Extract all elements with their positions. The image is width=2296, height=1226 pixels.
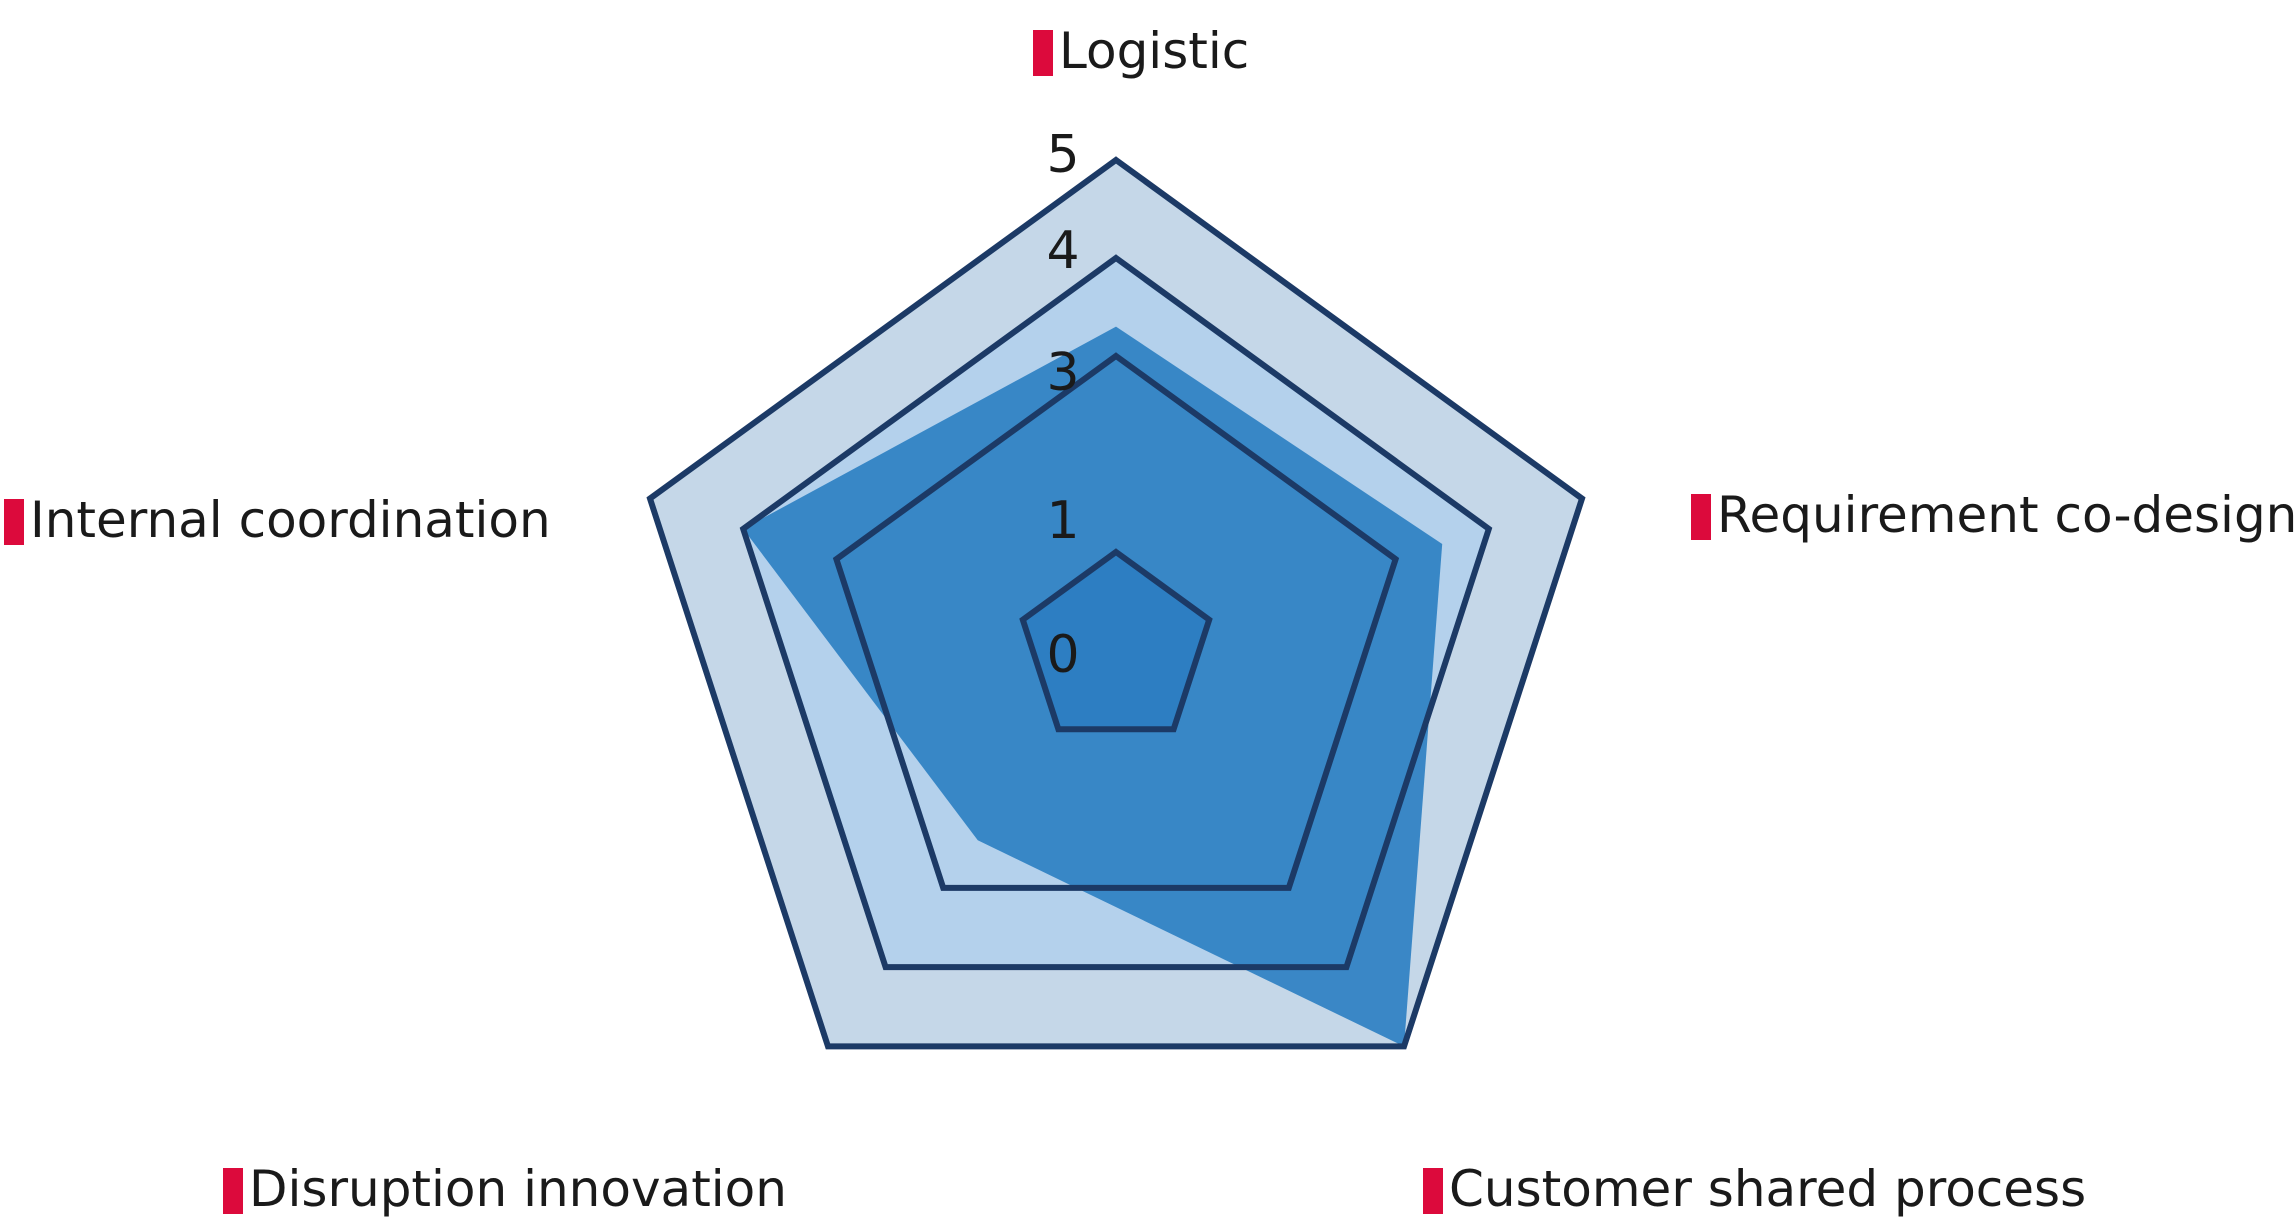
grid-lines (646, 156, 1586, 1050)
grid-ring-1 (1019, 548, 1213, 733)
grid-ring-4 (739, 254, 1493, 971)
axis-label-disruption-innovation: Disruption innovation (249, 1160, 787, 1218)
axis-label-requirement-co-design: Requirement co-design (1717, 486, 2296, 544)
tick-labels: 5 4 3 1 0 (1046, 125, 1079, 685)
tick-label-4: 4 (1046, 221, 1079, 281)
axis-label-logistic: Logistic (1059, 22, 1249, 80)
grid-ring-3 (832, 352, 1400, 891)
series-layer (743, 326, 1443, 1047)
axis-label-internal-coordination: Internal coordination (30, 491, 551, 549)
axis-marker-internal-coordination (4, 499, 24, 545)
axis-marker-customer-shared-process (1423, 1168, 1443, 1214)
axis-marker-disruption-innovation (223, 1168, 243, 1214)
tick-label-0: 0 (1046, 625, 1079, 685)
tick-label-5: 5 (1046, 125, 1079, 185)
axis-marker-logistic (1033, 30, 1053, 76)
series-area (743, 326, 1443, 1047)
axis-label-customer-shared-process: Customer shared process (1449, 1160, 2086, 1218)
axis-marker-requirement-co-design (1691, 494, 1711, 540)
tick-label-1: 1 (1046, 491, 1079, 551)
grid-ring-5 (646, 156, 1586, 1050)
tick-label-3: 3 (1046, 343, 1079, 403)
